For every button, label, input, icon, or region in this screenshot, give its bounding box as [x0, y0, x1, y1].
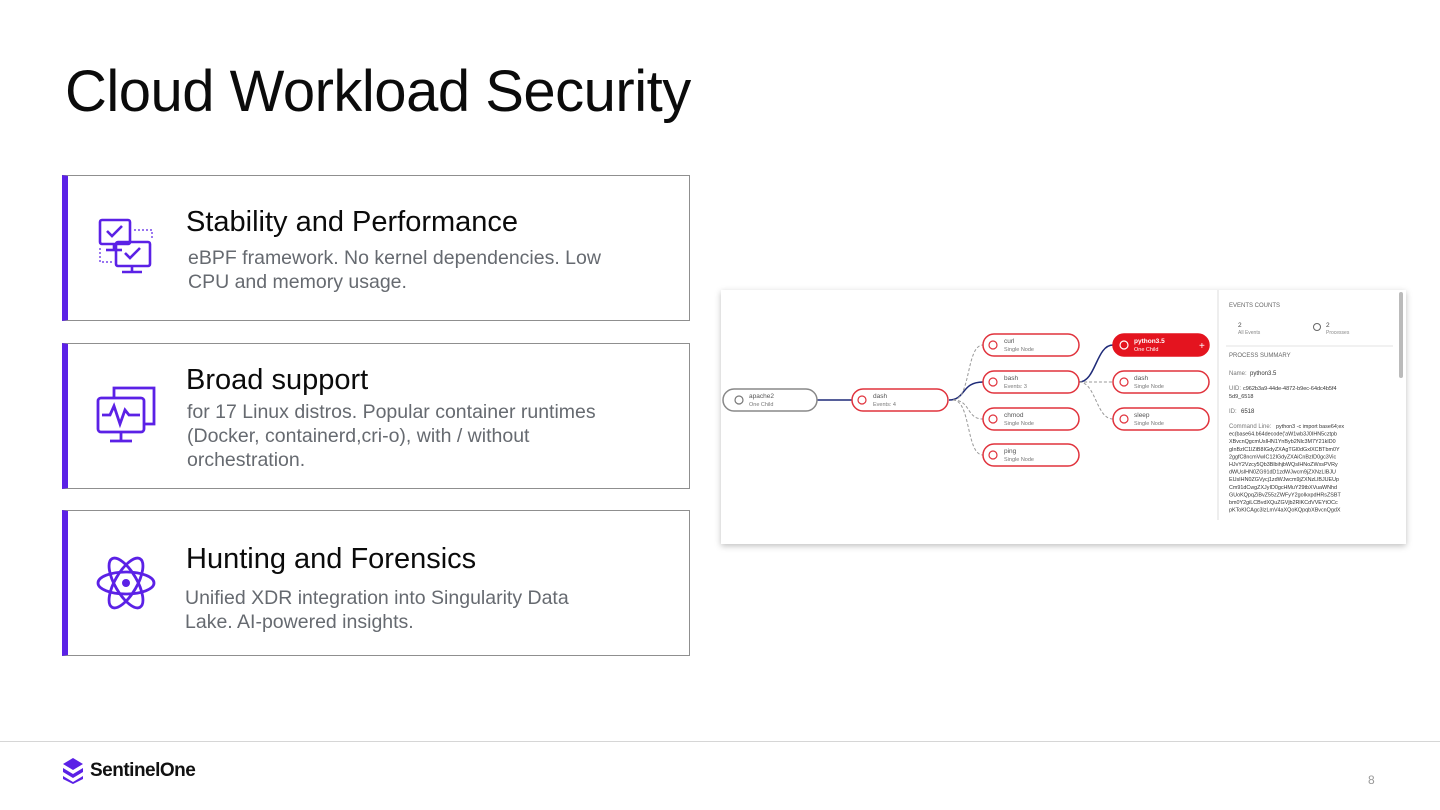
processes-label: Processes — [1326, 330, 1350, 336]
command-line-row: Cm91dCwgZXJyID0gcHMuY29tbXVuaWNhd — [1229, 485, 1337, 491]
node-sub: Single Node — [1004, 457, 1034, 463]
card-description: Unified XDR integration into Singularity… — [185, 587, 569, 633]
process-node-chmod[interactable]: chmod Single Node — [982, 407, 1080, 431]
node-name: dash — [873, 393, 887, 400]
process-node-bash[interactable]: bash Events: 3 — [982, 370, 1080, 394]
command-line-row: pKToKICAgc3lzLmV4aXQoKQpqbXBvcnQgdX — [1229, 508, 1341, 514]
node-name: chmod — [1004, 412, 1024, 419]
process-node-dash-child[interactable]: dash Single Node — [1112, 370, 1210, 394]
node-name: apache2 — [749, 393, 774, 400]
cmd-label: Command Line: — [1229, 424, 1272, 430]
card-description: for 17 Linux distros. Popular container … — [187, 401, 596, 471]
node-sub: Single Node — [1134, 421, 1164, 427]
processes-count: 2 — [1326, 322, 1330, 329]
name-label: Name: — [1229, 371, 1247, 377]
uid-value-cont: 5d9_6518 — [1229, 394, 1253, 400]
card-title: Broad support — [186, 364, 369, 396]
feature-card-stability: Stability and Performance eBPF framework… — [62, 175, 690, 321]
checked-screens-icon — [94, 216, 158, 280]
command-line-text: python3 -c import base64;ex ec(base64.b64… — [1229, 424, 1344, 514]
process-node-curl[interactable]: curl Single Node — [982, 333, 1080, 357]
process-node-sleep[interactable]: sleep Single Node — [1112, 407, 1210, 431]
process-node-apache2[interactable]: apache2 One Child — [722, 388, 818, 412]
uid-label: UID: — [1229, 386, 1241, 392]
process-summary-header: PROCESS SUMMARY — [1229, 353, 1291, 359]
node-name: ping — [1004, 448, 1017, 455]
id-label: ID: — [1229, 409, 1237, 415]
logo-text: SentinelOne — [90, 760, 196, 781]
command-line-row: python3 -c import base64;ex — [1276, 424, 1344, 430]
page-title: Cloud Workload Security — [65, 59, 691, 124]
uid-value: c962b3a9-44de-4872-b9ec-64dc4b5f4 — [1243, 386, 1337, 392]
node-name: bash — [1004, 375, 1018, 382]
monitor-heartbeat-icon — [94, 384, 158, 448]
command-line-row: dWUsIHN0ZG91dD1zdWJwcm9jZXNzLlBJU — [1229, 470, 1336, 476]
node-sub: Single Node — [1004, 347, 1034, 353]
edge-dash-ping — [952, 399, 984, 456]
id-value: 6518 — [1241, 409, 1255, 415]
command-line-row: 2ggfC8ncmVwIC12IGdyZXAiCnBzID0gc3Vic — [1229, 454, 1336, 460]
edge-dash-chmod — [952, 399, 984, 420]
gear-icon — [1313, 323, 1321, 331]
footer-divider — [0, 741, 1440, 742]
command-line-row: gInBzIC1lZiB8IGdyZXAgTGl0dGxlXCBTbm0Y — [1229, 447, 1340, 453]
panel-scrollbar[interactable] — [1399, 292, 1403, 378]
command-line-row: GUoKQpqZiBvZ55zZWFyY2goIkxpdHRsZSBT — [1229, 492, 1341, 498]
page-number: 8 — [1368, 773, 1375, 787]
all-events-label: All Events — [1238, 330, 1261, 336]
command-line-row: EUsIHN0ZGVycj1zdWJwcm9jZXNzLlBJUEUp — [1229, 477, 1339, 483]
edge-bash-sleep — [1078, 381, 1114, 420]
command-line-row: bm0Y2giLCBvdXQuZGVjb2RlKCdVVEYtOCc — [1229, 500, 1338, 506]
card-title: Hunting and Forensics — [186, 543, 477, 575]
edge-dash-curl — [952, 344, 984, 401]
process-node-dash[interactable]: dash Events: 4 — [851, 388, 949, 412]
name-value: python3.5 — [1250, 371, 1277, 377]
node-name: sleep — [1134, 412, 1150, 419]
process-node-ping[interactable]: ping Single Node — [982, 443, 1080, 467]
feature-card-hunting: Hunting and Forensics Unified XDR integr… — [62, 510, 690, 656]
node-sub: Single Node — [1134, 384, 1164, 390]
node-sub: Single Node — [1004, 421, 1034, 427]
edge-dash-bash — [948, 381, 984, 401]
events-counts-header: EVENTS COUNTS — [1229, 303, 1280, 309]
sentinelone-mark-icon — [63, 758, 83, 784]
sentinelone-logo: SentinelOne — [62, 757, 196, 785]
all-events-count: 2 — [1238, 322, 1242, 329]
command-line-row: HJvY2Vzcy5Qb3BlbihjbWQsIHNoZWxsPVRy — [1229, 462, 1338, 468]
node-sub: One Child — [749, 402, 773, 408]
node-name: python3.5 — [1134, 338, 1165, 345]
atom-icon — [94, 551, 158, 615]
card-description: eBPF framework. No kernel dependencies. … — [188, 247, 601, 293]
feature-card-support: Broad support for 17 Linux distros. Popu… — [62, 343, 690, 489]
node-name: curl — [1004, 338, 1015, 345]
node-sub: One Child — [1134, 347, 1158, 353]
command-line-row: ec(base64.b64decode('aW1wb3J0IHN5cztpb — [1229, 432, 1337, 438]
process-details-panel: EVENTS COUNTS 2 All Events 2 Processes P… — [1217, 290, 1406, 544]
expand-plus-icon: + — [1199, 341, 1205, 352]
process-tree-screenshot: apache2 One Child dash Events: 4 curl Si… — [721, 290, 1406, 544]
card-title: Stability and Performance — [186, 206, 519, 238]
command-line-row: XBvcnQgcmUsIHN1YnByb2Nlc3M7Y21kID0 — [1229, 439, 1336, 445]
edge-bash-python — [1078, 344, 1114, 383]
process-node-python[interactable]: python3.5 One Child + — [1112, 333, 1210, 357]
node-sub: Events: 4 — [873, 402, 896, 408]
node-sub: Events: 3 — [1004, 384, 1027, 390]
node-name: dash — [1134, 375, 1148, 382]
